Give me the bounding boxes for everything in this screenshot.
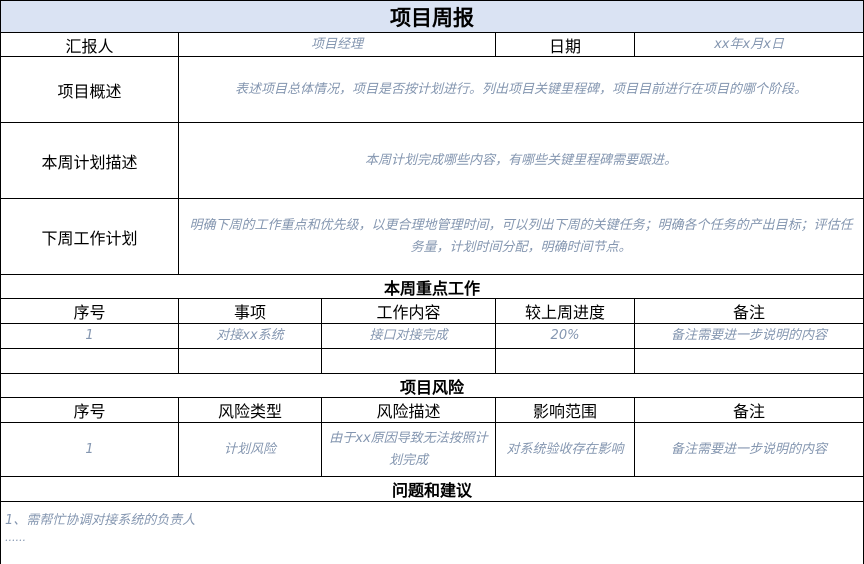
risks-row1-impact[interactable]: 对系统验收存在影响 (496, 423, 635, 477)
risks-heading: 项目风险 (0, 374, 864, 398)
key-work-row1-item[interactable]: 对接xx系统 (179, 324, 322, 349)
this-week-plan-value[interactable]: 本周计划完成哪些内容，有哪些关键里程碑需要跟进。 (179, 123, 864, 199)
overview-value[interactable]: 表述项目总体情况，项目是否按计划进行。列出项目关键里程碑，项目目前进行在项目的哪… (179, 57, 864, 123)
key-work-col-item: 事项 (179, 299, 322, 324)
key-work-row1-progress[interactable]: 20% (496, 324, 635, 349)
next-week-plan-value[interactable]: 明确下周的工作重点和优先级，以更合理地管理时间，可以列出下周的关键任务；明确各个… (179, 199, 864, 275)
issues-line-1: 1、需帮忙协调对接系统的负责人 (5, 513, 196, 528)
key-work-row2-item[interactable] (179, 349, 322, 374)
this-week-plan-label: 本周计划描述 (0, 123, 179, 199)
risks-col-remark: 备注 (635, 398, 864, 423)
risks-col-description: 风险描述 (322, 398, 496, 423)
risks-row1-remark[interactable]: 备注需要进一步说明的内容 (635, 423, 864, 477)
key-work-row1-content[interactable]: 接口对接完成 (322, 324, 496, 349)
key-work-col-index: 序号 (0, 299, 179, 324)
key-work-col-remark: 备注 (635, 299, 864, 324)
risks-col-type: 风险类型 (179, 398, 322, 423)
key-work-heading: 本周重点工作 (0, 275, 864, 299)
risks-row1-index[interactable]: 1 (0, 423, 179, 477)
overview-label: 项目概述 (0, 57, 179, 123)
issues-heading: 问题和建议 (0, 477, 864, 502)
issues-line-2: ...... (5, 531, 26, 544)
reporter-value[interactable]: 项目经理 (179, 33, 496, 57)
risks-row1-description[interactable]: 由于xx原因导致无法按照计划完成 (322, 423, 496, 477)
issues-content[interactable]: 1、需帮忙协调对接系统的负责人 ...... (0, 502, 864, 564)
key-work-row2-progress[interactable] (496, 349, 635, 374)
risks-col-index: 序号 (0, 398, 179, 423)
next-week-plan-label: 下周工作计划 (0, 199, 179, 275)
report-title: 项目周报 (0, 0, 864, 33)
key-work-row1-remark[interactable]: 备注需要进一步说明的内容 (635, 324, 864, 349)
key-work-row1-index[interactable]: 1 (0, 324, 179, 349)
reporter-label: 汇报人 (0, 33, 179, 57)
date-label: 日期 (496, 33, 635, 57)
risks-row1-type[interactable]: 计划风险 (179, 423, 322, 477)
key-work-row2-remark[interactable] (635, 349, 864, 374)
key-work-col-content: 工作内容 (322, 299, 496, 324)
date-value[interactable]: xx年x月x日 (635, 33, 864, 57)
key-work-row2-index[interactable] (0, 349, 179, 374)
key-work-col-progress: 较上周进度 (496, 299, 635, 324)
key-work-row2-content[interactable] (322, 349, 496, 374)
risks-col-impact: 影响范围 (496, 398, 635, 423)
